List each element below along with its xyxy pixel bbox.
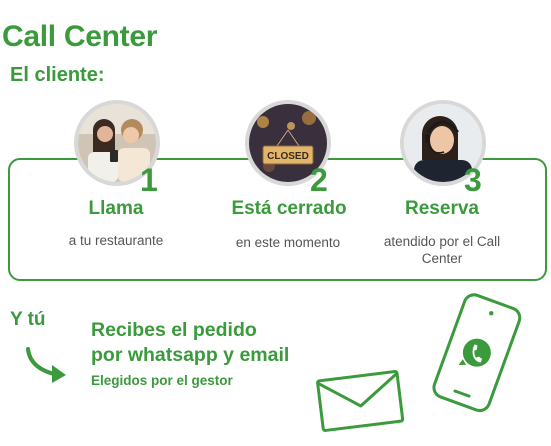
step-1-desc: a tu restaurante — [68, 233, 164, 248]
closed-sign-photo: CLOSED — [249, 104, 327, 182]
headline-line-2: por whatsapp y email — [91, 344, 290, 366]
step-3-title: Reserva — [405, 198, 479, 219]
step-1-number: 1 — [140, 162, 158, 198]
headline-sub: Elegidos por el gestor — [91, 373, 233, 388]
envelope-icon — [316, 370, 405, 432]
closed-sign-text: CLOSED — [267, 151, 309, 162]
whatsapp-phone-icon — [432, 293, 522, 413]
step-2-photo: CLOSED — [245, 100, 331, 186]
step-2-title: Está cerrado — [231, 198, 347, 219]
step-2-desc: en este momento — [235, 235, 341, 250]
step-3-desc: atendido por el Call Center — [383, 234, 501, 266]
page-title: Call Center — [2, 20, 158, 53]
step-1-title: Llama — [88, 198, 144, 219]
you-label: Y tú — [10, 309, 46, 330]
step-1-photo — [74, 100, 160, 186]
women-phone-photo — [78, 104, 156, 182]
arrow-curved-icon — [26, 347, 66, 383]
section-subtitle: El cliente: — [10, 64, 105, 86]
headline-line-1: Recibes el pedido — [91, 319, 257, 341]
step-3-photo — [400, 100, 486, 186]
step-2-number: 2 — [310, 162, 328, 198]
step-3-number: 3 — [464, 162, 482, 198]
call-center-agent-photo — [404, 104, 482, 182]
headline: Recibes el pedido por whatsapp y email — [91, 318, 289, 368]
